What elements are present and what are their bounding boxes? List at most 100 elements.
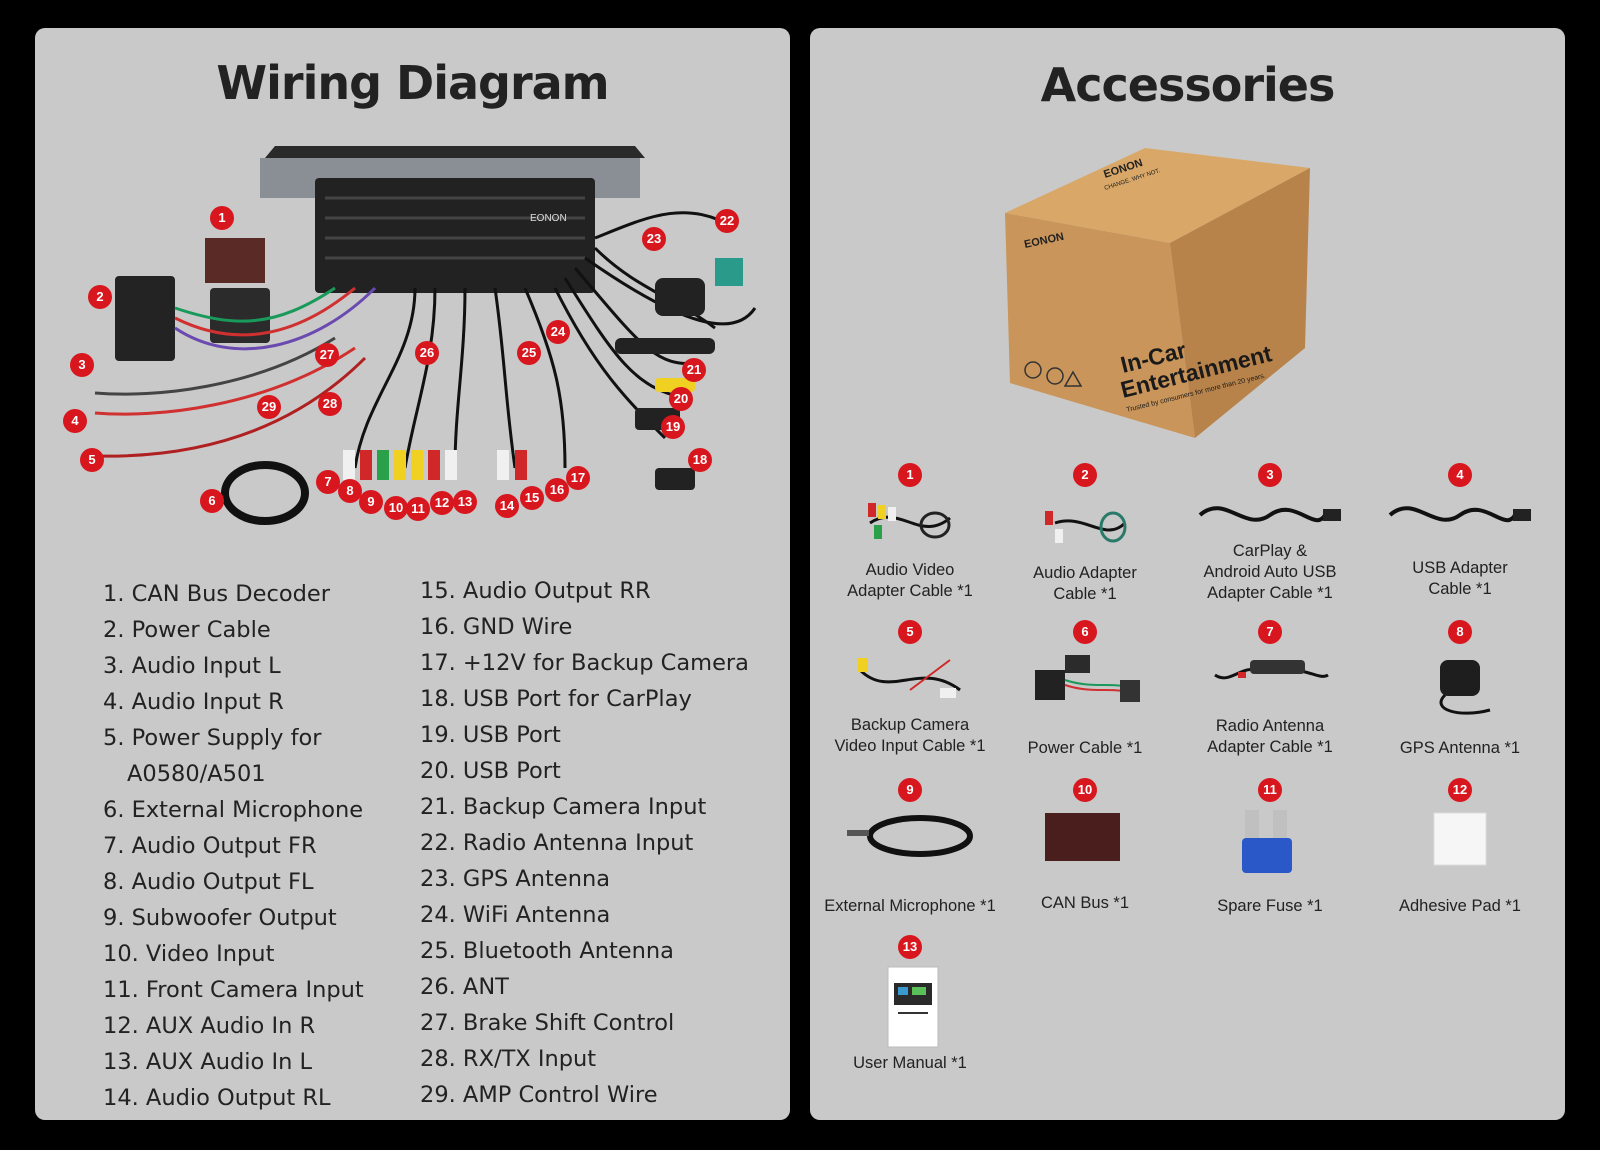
callout-20: 20 — [669, 387, 693, 411]
legend-item: 25. Bluetooth Antenna — [420, 938, 674, 964]
accessory-label: External Microphone *1 — [824, 897, 996, 915]
legend-item: 23. GPS Antenna — [420, 866, 610, 892]
legend-item: 29. AMP Control Wire — [420, 1082, 658, 1108]
legend-item: 6. External Microphone — [103, 797, 364, 823]
legend-item: 7. Audio Output FR — [103, 833, 317, 859]
audio-cable-icon — [990, 493, 1180, 558]
callout-6: 6 — [200, 489, 224, 513]
callout-7: 7 — [316, 470, 340, 494]
callout-24: 24 — [546, 320, 570, 344]
legend-item: 14. Audio Output RL — [103, 1085, 331, 1111]
accessory-label: CAN Bus *1 — [1040, 894, 1130, 912]
legend-item: 4. Audio Input R — [103, 689, 284, 715]
callout-15: 15 — [520, 486, 544, 510]
callout-26: 26 — [415, 341, 439, 365]
accessory-number-badge: 6 — [1073, 620, 1097, 644]
legend-item: 18. USB Port for CarPlay — [420, 686, 692, 712]
callout-21: 21 — [682, 358, 706, 382]
legend-item: 9. Subwoofer Output — [103, 905, 337, 931]
legend-item: 3. Audio Input L — [103, 653, 281, 679]
legend-item: 11. Front Camera Input — [103, 977, 364, 1003]
accessory-number-badge: 5 — [898, 620, 922, 644]
accessory-label: Radio Antenna Adapter Cable *1 — [1207, 717, 1333, 756]
legend-item: 2. Power Cable — [103, 617, 271, 643]
accessory-label: Backup Camera Video Input Cable *1 — [834, 716, 986, 755]
callout-23: 23 — [642, 227, 666, 251]
fuse-icon — [1175, 808, 1365, 883]
accessory-number-badge: 12 — [1448, 778, 1472, 802]
legend-item: 22. Radio Antenna Input — [420, 830, 694, 856]
callout-27: 27 — [315, 343, 339, 367]
accessory-number-badge: 13 — [898, 935, 922, 959]
legend-item: 13. AUX Audio In L — [103, 1049, 313, 1075]
legend-item: A0580/A501 — [127, 761, 266, 787]
accessory-label: CarPlay & Android Auto USB Adapter Cable… — [1203, 542, 1337, 602]
callout-18: 18 — [688, 448, 712, 472]
callout-1: 1 — [210, 206, 234, 230]
callout-22: 22 — [715, 209, 739, 233]
legend-item: 20. USB Port — [420, 758, 561, 784]
callout-12: 12 — [430, 491, 454, 515]
callout-16: 16 — [545, 478, 569, 502]
legend-item: 12. AUX Audio In R — [103, 1013, 316, 1039]
accessory-number-badge: 8 — [1448, 620, 1472, 644]
svg-text:EONON: EONON — [530, 213, 567, 224]
callout-17: 17 — [566, 466, 590, 490]
av-cable-icon — [815, 493, 1005, 558]
callout-13: 13 — [453, 490, 477, 514]
legend-item: 26. ANT — [420, 974, 509, 1000]
accessory-label: Adhesive Pad *1 — [1398, 897, 1521, 915]
legend-item: 28. RX/TX Input — [420, 1046, 597, 1072]
legend-item: 1. CAN Bus Decoder — [103, 581, 330, 607]
camera-cable-icon — [815, 650, 1005, 715]
accessory-number-badge: 2 — [1073, 463, 1097, 487]
legend-item: 5. Power Supply for — [103, 725, 322, 751]
legend-item: 10. Video Input — [103, 941, 275, 967]
accessory-number-badge: 10 — [1073, 778, 1097, 802]
accessories-title: Accessories — [1040, 58, 1336, 112]
accessory-number-badge: 7 — [1258, 620, 1282, 644]
usb-cable-icon — [1365, 493, 1555, 538]
canbus-box-icon — [990, 808, 1180, 873]
microphone-icon — [815, 808, 1005, 868]
callout-28: 28 — [318, 392, 342, 416]
accessory-label: Spare Fuse *1 — [1217, 897, 1323, 915]
manual-icon — [815, 965, 1005, 1060]
callout-25: 25 — [517, 341, 541, 365]
legend-item: 21. Backup Camera Input — [420, 794, 707, 820]
legend-right-column: 15. Audio Output RR 16. GND Wire 17. +12V … — [420, 573, 749, 1113]
legend-item: 24. WiFi Antenna — [420, 902, 611, 928]
legend-left-column: 1. CAN Bus Decoder 2. Power Cable 3. Audio… — [103, 576, 364, 1116]
power-harness-icon — [990, 650, 1180, 715]
callout-3: 3 — [70, 353, 94, 377]
wiring-title: Wiring Diagram — [216, 56, 609, 110]
wiring-panel: Wiring Diagram EONON — [35, 28, 790, 1120]
accessory-label: GPS Antenna *1 — [1399, 739, 1521, 757]
callout-8: 8 — [338, 479, 362, 503]
callout-11: 11 — [406, 497, 430, 521]
legend-item: 19. USB Port — [420, 722, 561, 748]
legend-item: 15. Audio Output RR — [420, 578, 651, 604]
accessory-label: Audio Adapter Cable *1 — [1033, 564, 1137, 603]
legend-item: 16. GND Wire — [420, 614, 573, 640]
accessory-number-badge: 4 — [1448, 463, 1472, 487]
callout-14: 14 — [495, 494, 519, 518]
legend-item: 17. +12V for Backup Camera — [420, 650, 749, 676]
callout-29: 29 — [257, 395, 281, 419]
accessory-number-badge: 11 — [1258, 778, 1282, 802]
callout-9: 9 — [359, 490, 383, 514]
product-box-image: EONON EONON CHANGE. WHY NOT. In-Car Ente… — [1005, 148, 1310, 438]
callout-5: 5 — [80, 448, 104, 472]
